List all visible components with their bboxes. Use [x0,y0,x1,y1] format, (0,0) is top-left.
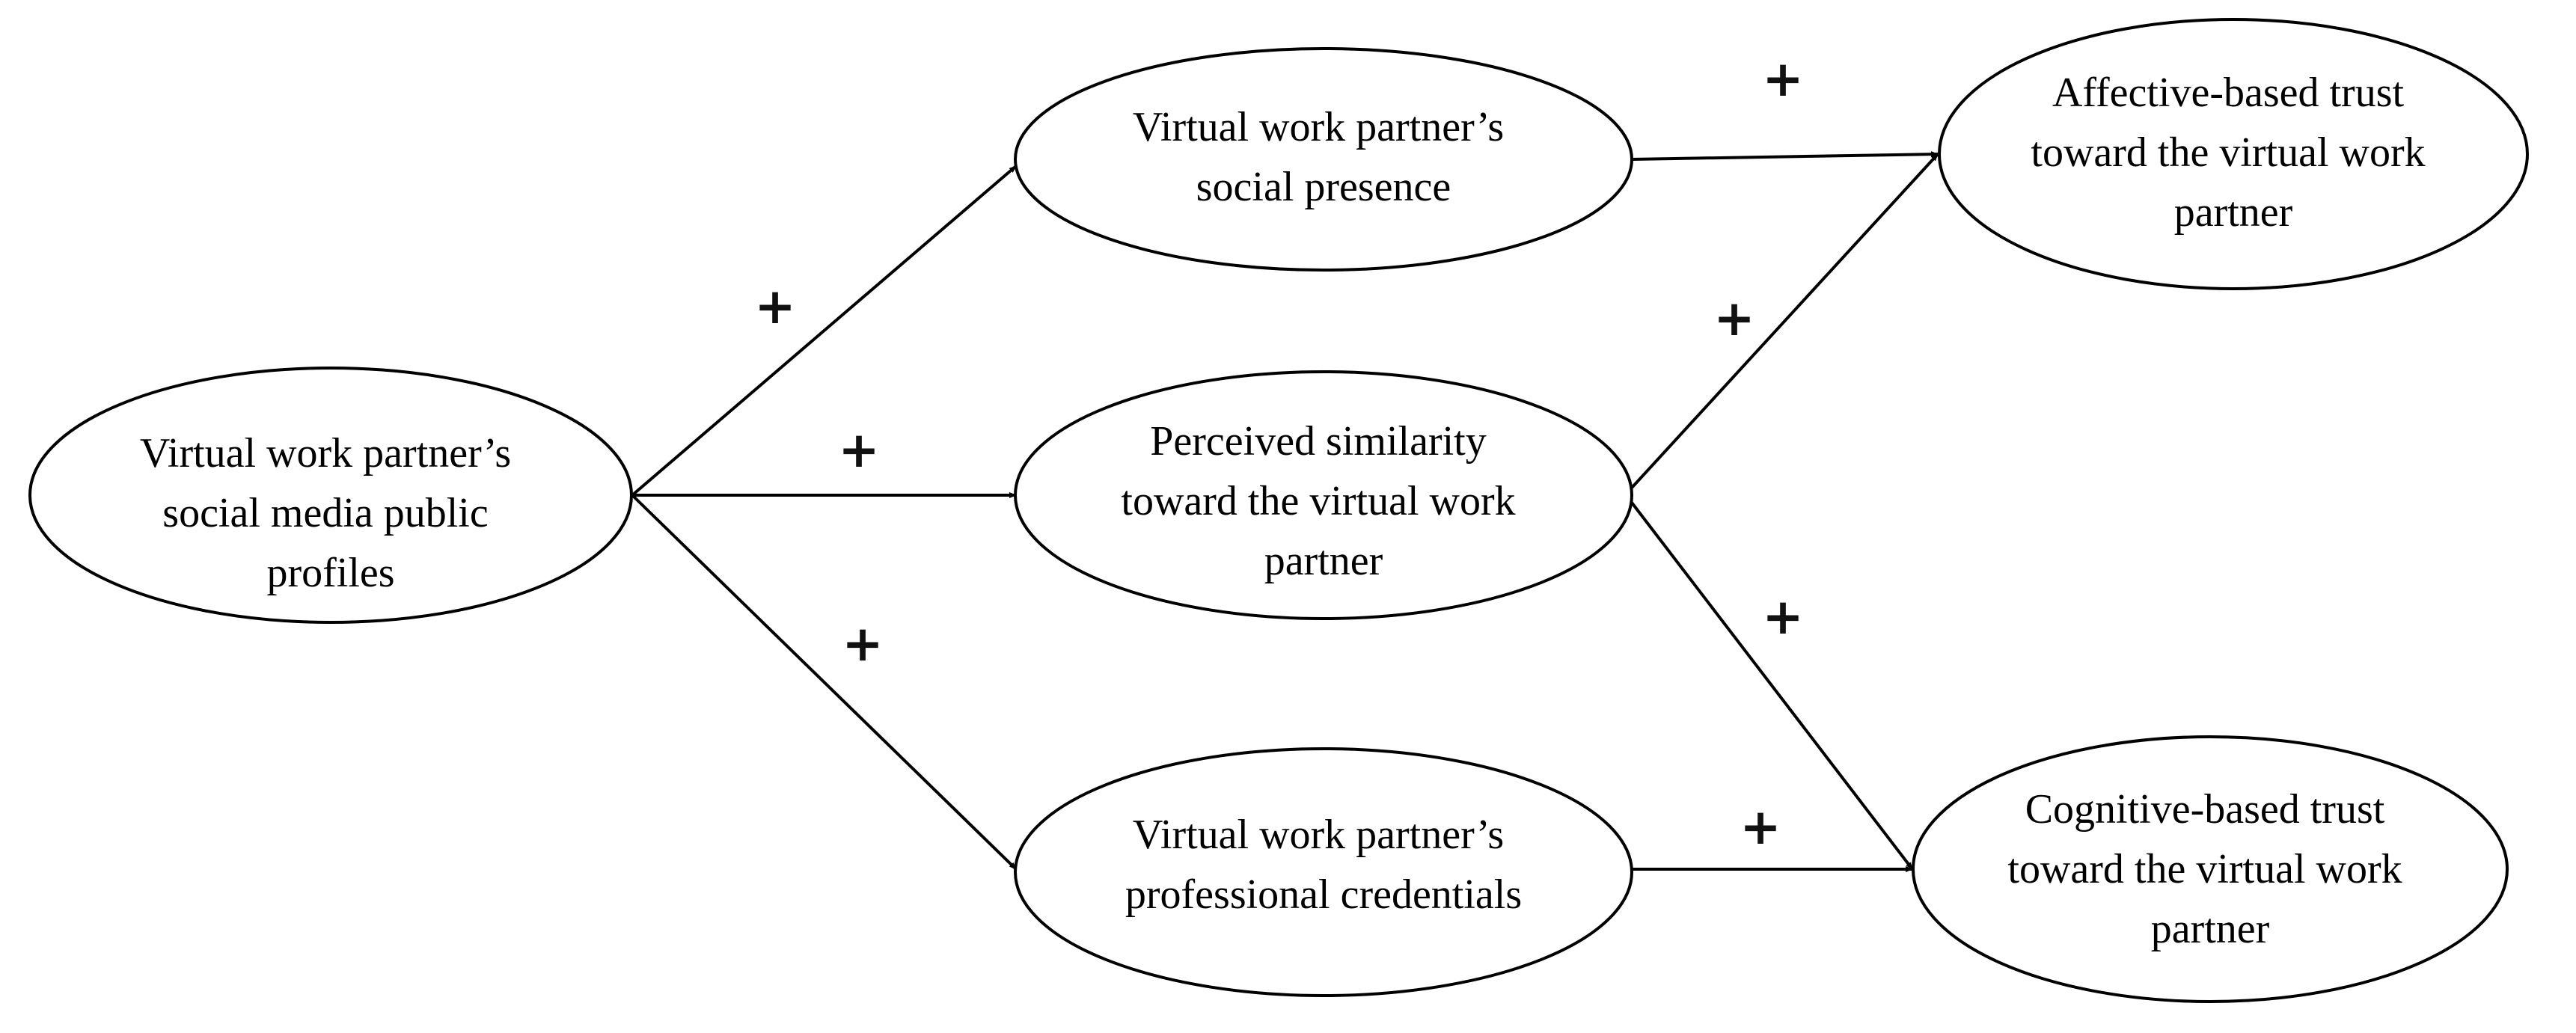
sign-similarity-to-cognitive: + [1762,588,1803,646]
sign-profiles-to-credentials: + [842,615,883,672]
node-ellipse [28,367,633,624]
edges [631,151,1939,872]
node-label: Virtual work partner’s social presence [1133,104,1514,210]
node-professional-credentials: Virtual work partner’s professional cred… [1014,747,1633,997]
edge-similarity-to-affective [1630,153,1939,489]
node-label: Affective-based trust toward the virtual… [2031,70,2435,236]
node-ellipse [1938,18,2529,290]
edge-similarity-to-cognitive [1630,501,1914,871]
node-ellipse [1014,370,1633,620]
node-ellipse [1912,735,2509,1003]
sign-similarity-to-affective: + [1713,289,1754,347]
node-affective-trust: Affective-based trust toward the virtual… [1938,18,2529,290]
sign-profiles-to-similarity: + [838,421,879,479]
sign-profiles-to-presence: + [754,278,795,335]
node-label: Virtual work partner’s social media publ… [140,430,521,596]
edge-profiles-to-presence [631,165,1018,497]
sign-credentials-to-cognitive: + [1740,798,1781,856]
node-ellipse [1014,747,1633,997]
node-label: Perceived similarity toward the virtual … [1121,418,1526,584]
node-social-presence: Virtual work partner’s social presence [1014,47,1633,272]
edge-presence-to-affective [1631,151,1939,161]
sign-presence-to-affective: + [1762,50,1803,108]
node-label: Cognitive-based trust toward the virtual… [2007,786,2412,952]
node-perceived-similarity: Perceived similarity toward the virtual … [1014,370,1633,620]
node-cognitive-trust: Cognitive-based trust toward the virtual… [1912,735,2509,1003]
edge-profiles-to-credentials [631,494,1018,871]
node-label: Virtual work partner’s professional cred… [1125,812,1522,918]
node-ellipse [1014,47,1633,272]
node-social-media-profiles: Virtual work partner’s social media publ… [28,367,633,624]
edge-signs: + + + + + + + [754,50,1803,856]
